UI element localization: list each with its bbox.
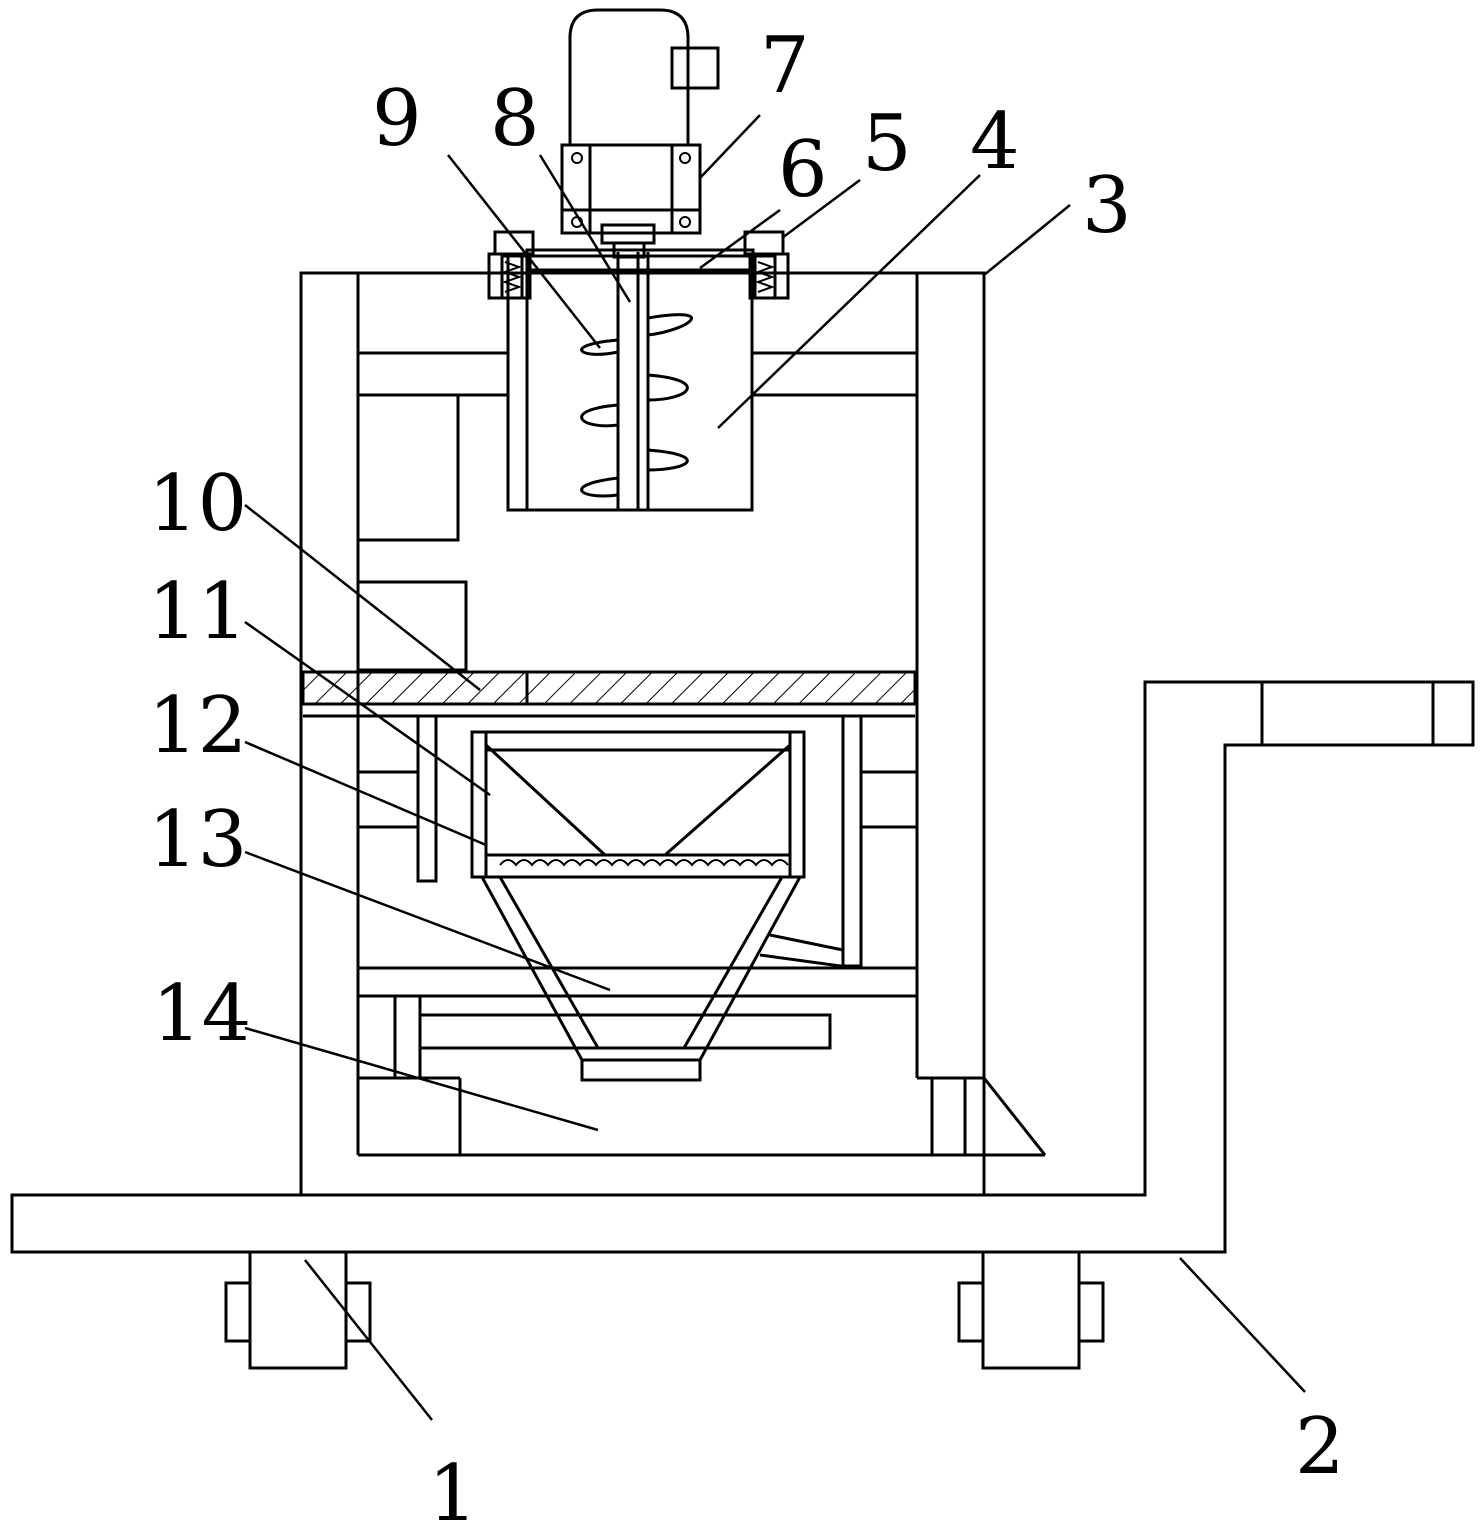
- right-wheel: [957, 1250, 1105, 1370]
- ref-label-5: 5: [862, 99, 912, 189]
- ref-label-14: 14: [152, 969, 251, 1059]
- left-wheel: [224, 1250, 372, 1370]
- ref-label-9: 9: [372, 74, 422, 164]
- filter-basket: [470, 730, 806, 879]
- housing-frame: [299, 271, 1047, 1197]
- ref-label-13: 13: [148, 795, 247, 885]
- ref-label-7: 7: [760, 21, 810, 111]
- ref-label-1: 1: [428, 1449, 478, 1535]
- guide-rods: [356, 714, 919, 968]
- ref-label-12: 12: [148, 681, 247, 771]
- ref-label-4: 4: [970, 97, 1020, 187]
- ref-label-3: 3: [1082, 161, 1132, 251]
- motor: [560, 8, 720, 259]
- stirring-shaft: [580, 252, 693, 510]
- funnel-hopper: [480, 876, 856, 1082]
- ref-label-8: 8: [490, 74, 540, 164]
- ref-label-10: 10: [148, 459, 247, 549]
- ref-label-2: 2: [1295, 1402, 1345, 1492]
- support-plate: [301, 670, 917, 718]
- reference-labels: 1 2 3 4 5 6 7 8 9 10 11 12 13 14: [148, 21, 1345, 1535]
- cart-base: [10, 680, 1475, 1254]
- leader-lines: [244, 114, 1306, 1421]
- ref-label-6: 6: [778, 125, 828, 215]
- ref-label-11: 11: [148, 567, 247, 657]
